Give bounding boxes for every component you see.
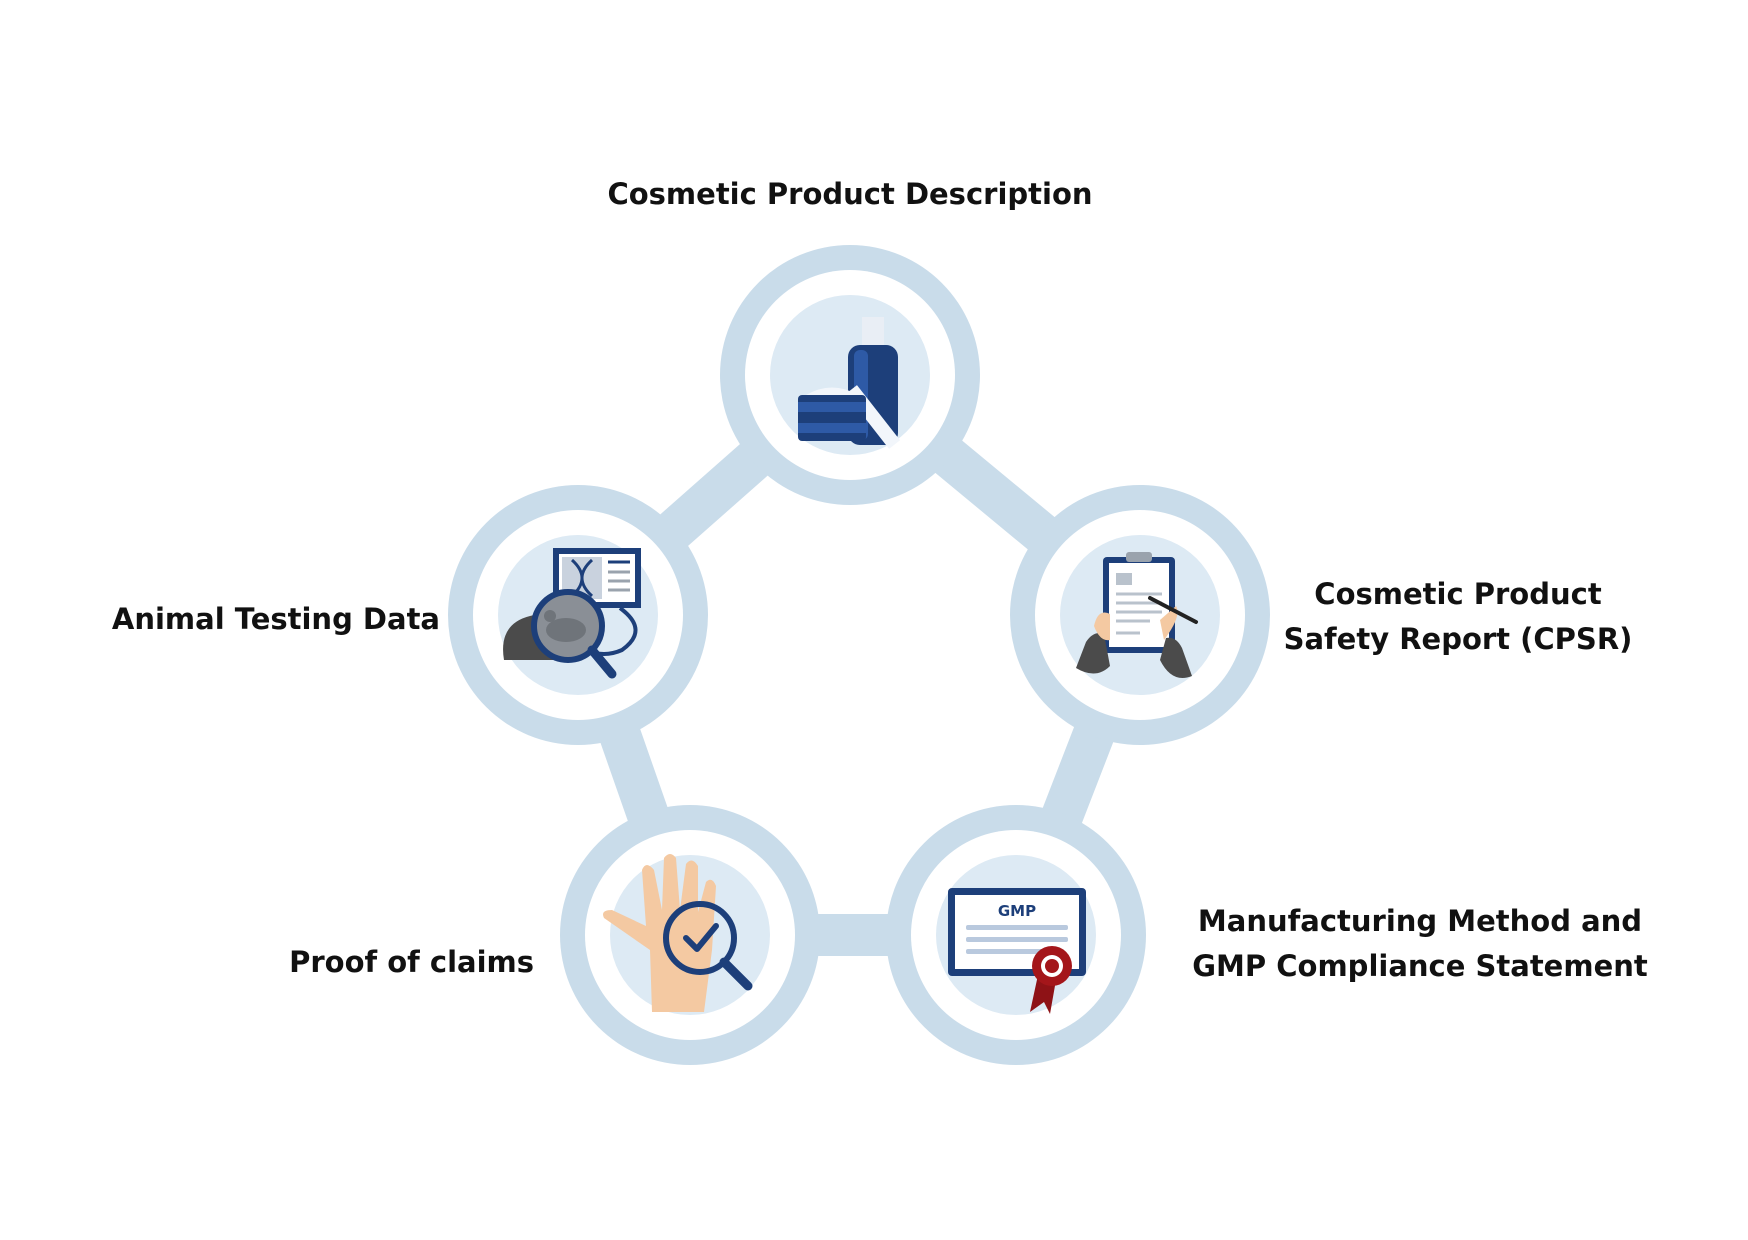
- node-claims: [560, 805, 820, 1065]
- node-gmp: GMP: [886, 805, 1146, 1065]
- cosmetic-products-icon: [798, 317, 901, 449]
- node-cpsr: [1010, 485, 1270, 745]
- mouse-dna-magnifier-icon: [503, 548, 641, 679]
- label-line: Cosmetic Product Description: [607, 177, 1093, 211]
- clipboard-report-icon: [1076, 552, 1198, 678]
- certificate-text: GMP: [998, 902, 1036, 920]
- label-description: Cosmetic Product Description: [580, 172, 1120, 217]
- label-cpsr: Cosmetic Product Safety Report (CPSR): [1268, 572, 1648, 662]
- label-line: Animal Testing Data: [111, 602, 440, 636]
- gmp-certificate-icon: GMP: [948, 888, 1086, 1014]
- label-line: GMP Compliance Statement: [1192, 949, 1648, 983]
- node-description: [720, 245, 980, 505]
- label-line: Proof of claims: [289, 945, 534, 979]
- hand-magnifier-check-icon: [603, 854, 753, 1012]
- node-animal: [448, 485, 708, 745]
- label-line: Cosmetic Product: [1314, 577, 1602, 611]
- label-animal: Animal Testing Data: [100, 597, 440, 642]
- label-line: Safety Report (CPSR): [1283, 622, 1633, 656]
- label-line: Manufacturing Method and: [1197, 904, 1643, 938]
- label-claims: Proof of claims: [240, 940, 534, 985]
- label-gmp: Manufacturing Method and GMP Compliance …: [1160, 899, 1680, 989]
